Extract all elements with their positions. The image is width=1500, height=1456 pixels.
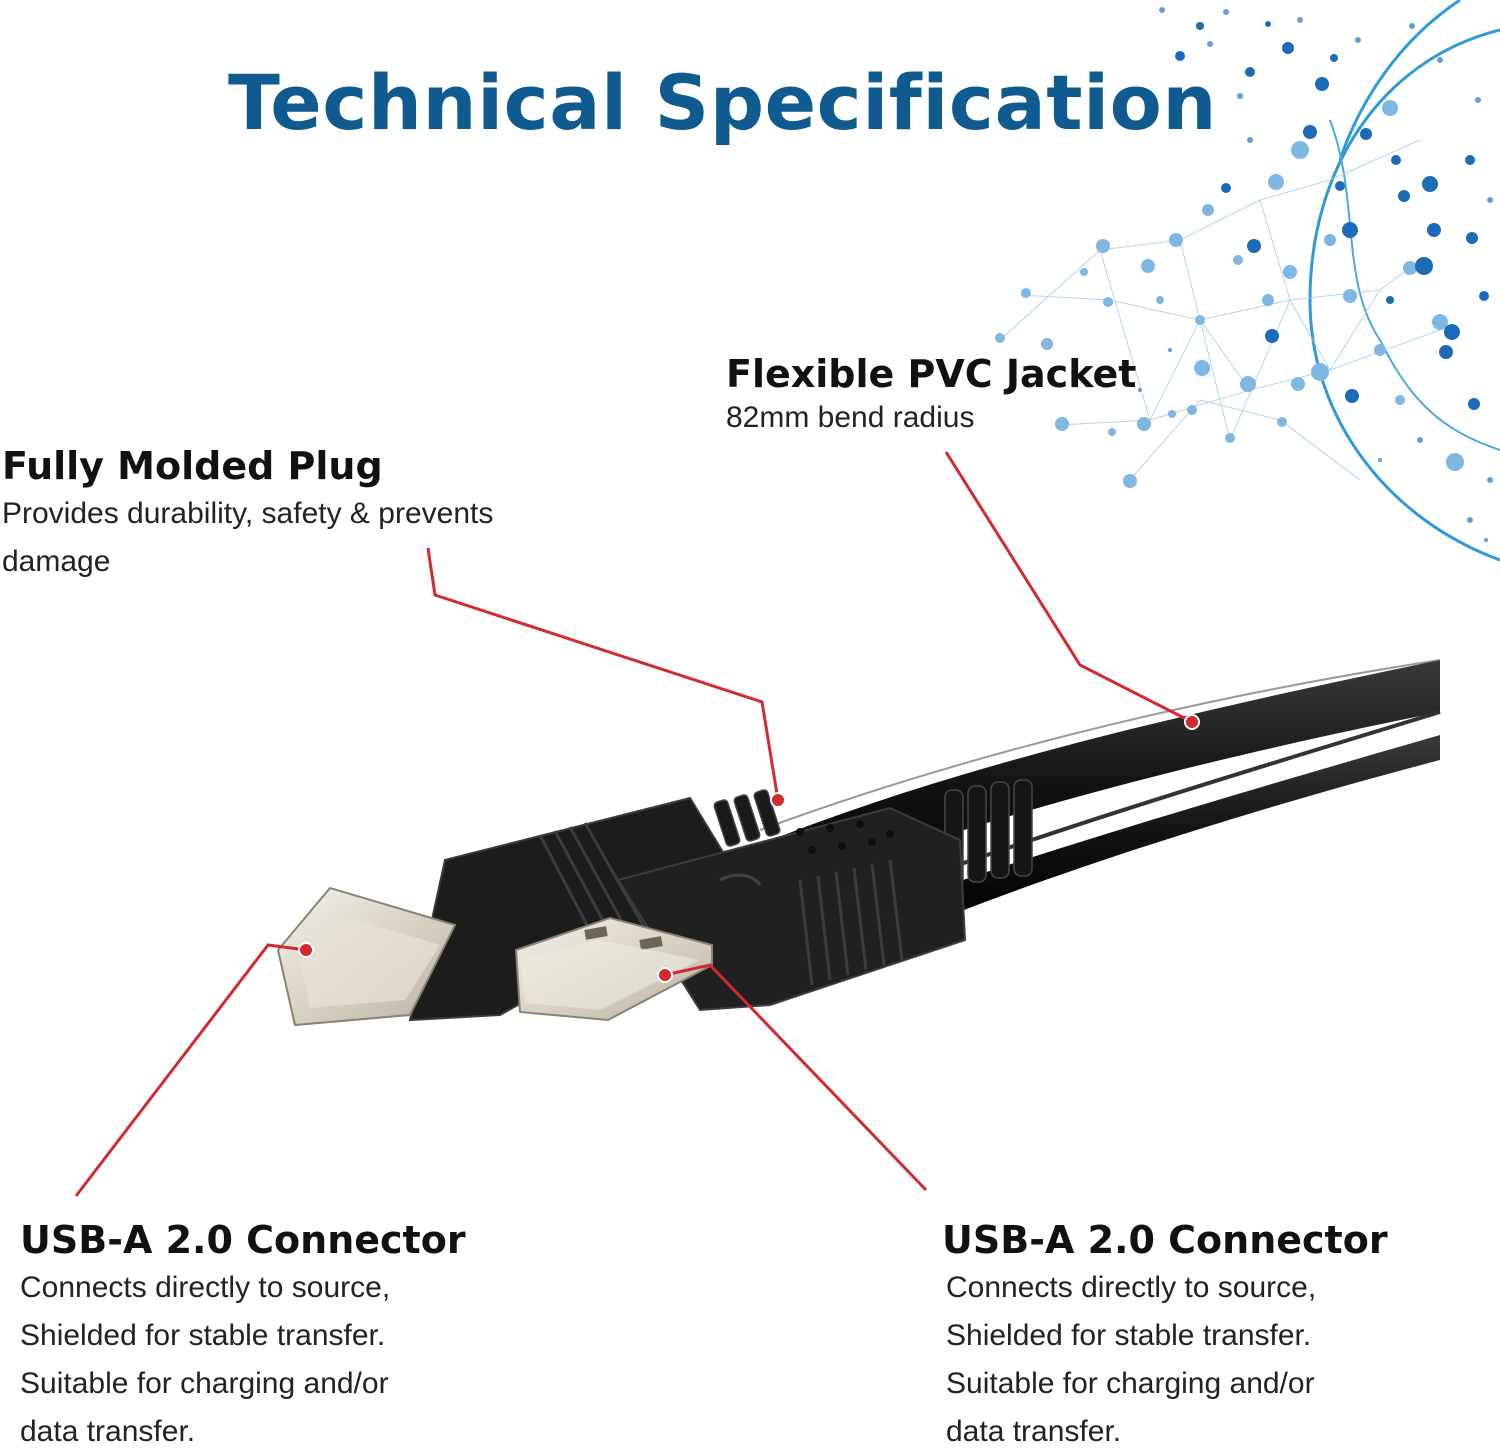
callout-line: Provides durability, safety & prevents — [2, 496, 494, 530]
callout-line: 82mm bend radius — [726, 400, 975, 434]
callout-heading: Fully Molded Plug — [2, 444, 383, 488]
callout-line: damage — [2, 544, 111, 578]
callout-heading: Flexible PVC Jacket — [726, 352, 1137, 396]
callout-heading: USB-A 2.0 Connector — [942, 1218, 1388, 1262]
globe-network-graphic — [995, 0, 1500, 562]
callout-line: data transfer. — [20, 1414, 196, 1448]
callout-line: Shielded for stable transfer. — [20, 1318, 386, 1352]
callout-heading: USB-A 2.0 Connector — [20, 1218, 466, 1262]
usb-cable-graphic — [276, 659, 1441, 1027]
callout-line: Connects directly to source, — [946, 1270, 1317, 1304]
leader-lines — [74, 451, 1193, 1197]
callout-line: Suitable for charging and/or — [946, 1366, 1315, 1400]
callout-usb-a-connector-left: USB-A 2.0 Connector Connects directly to… — [20, 1218, 490, 1456]
callout-fully-molded-plug: Fully Molded Plug Provides durability, s… — [2, 444, 562, 586]
callout-line: data transfer. — [946, 1414, 1122, 1448]
callout-line: Suitable for charging and/or — [20, 1366, 389, 1400]
page-title: Technical Specification — [228, 58, 1217, 147]
callout-line: Connects directly to source, — [20, 1270, 391, 1304]
callout-line: Shielded for stable transfer. — [946, 1318, 1312, 1352]
callout-flexible-pvc-jacket: Flexible PVC Jacket 82mm bend radius — [726, 352, 1136, 438]
leader-endpoints — [298, 714, 1200, 983]
callout-usb-a-connector-right: USB-A 2.0 Connector Connects directly to… — [942, 1218, 1462, 1456]
